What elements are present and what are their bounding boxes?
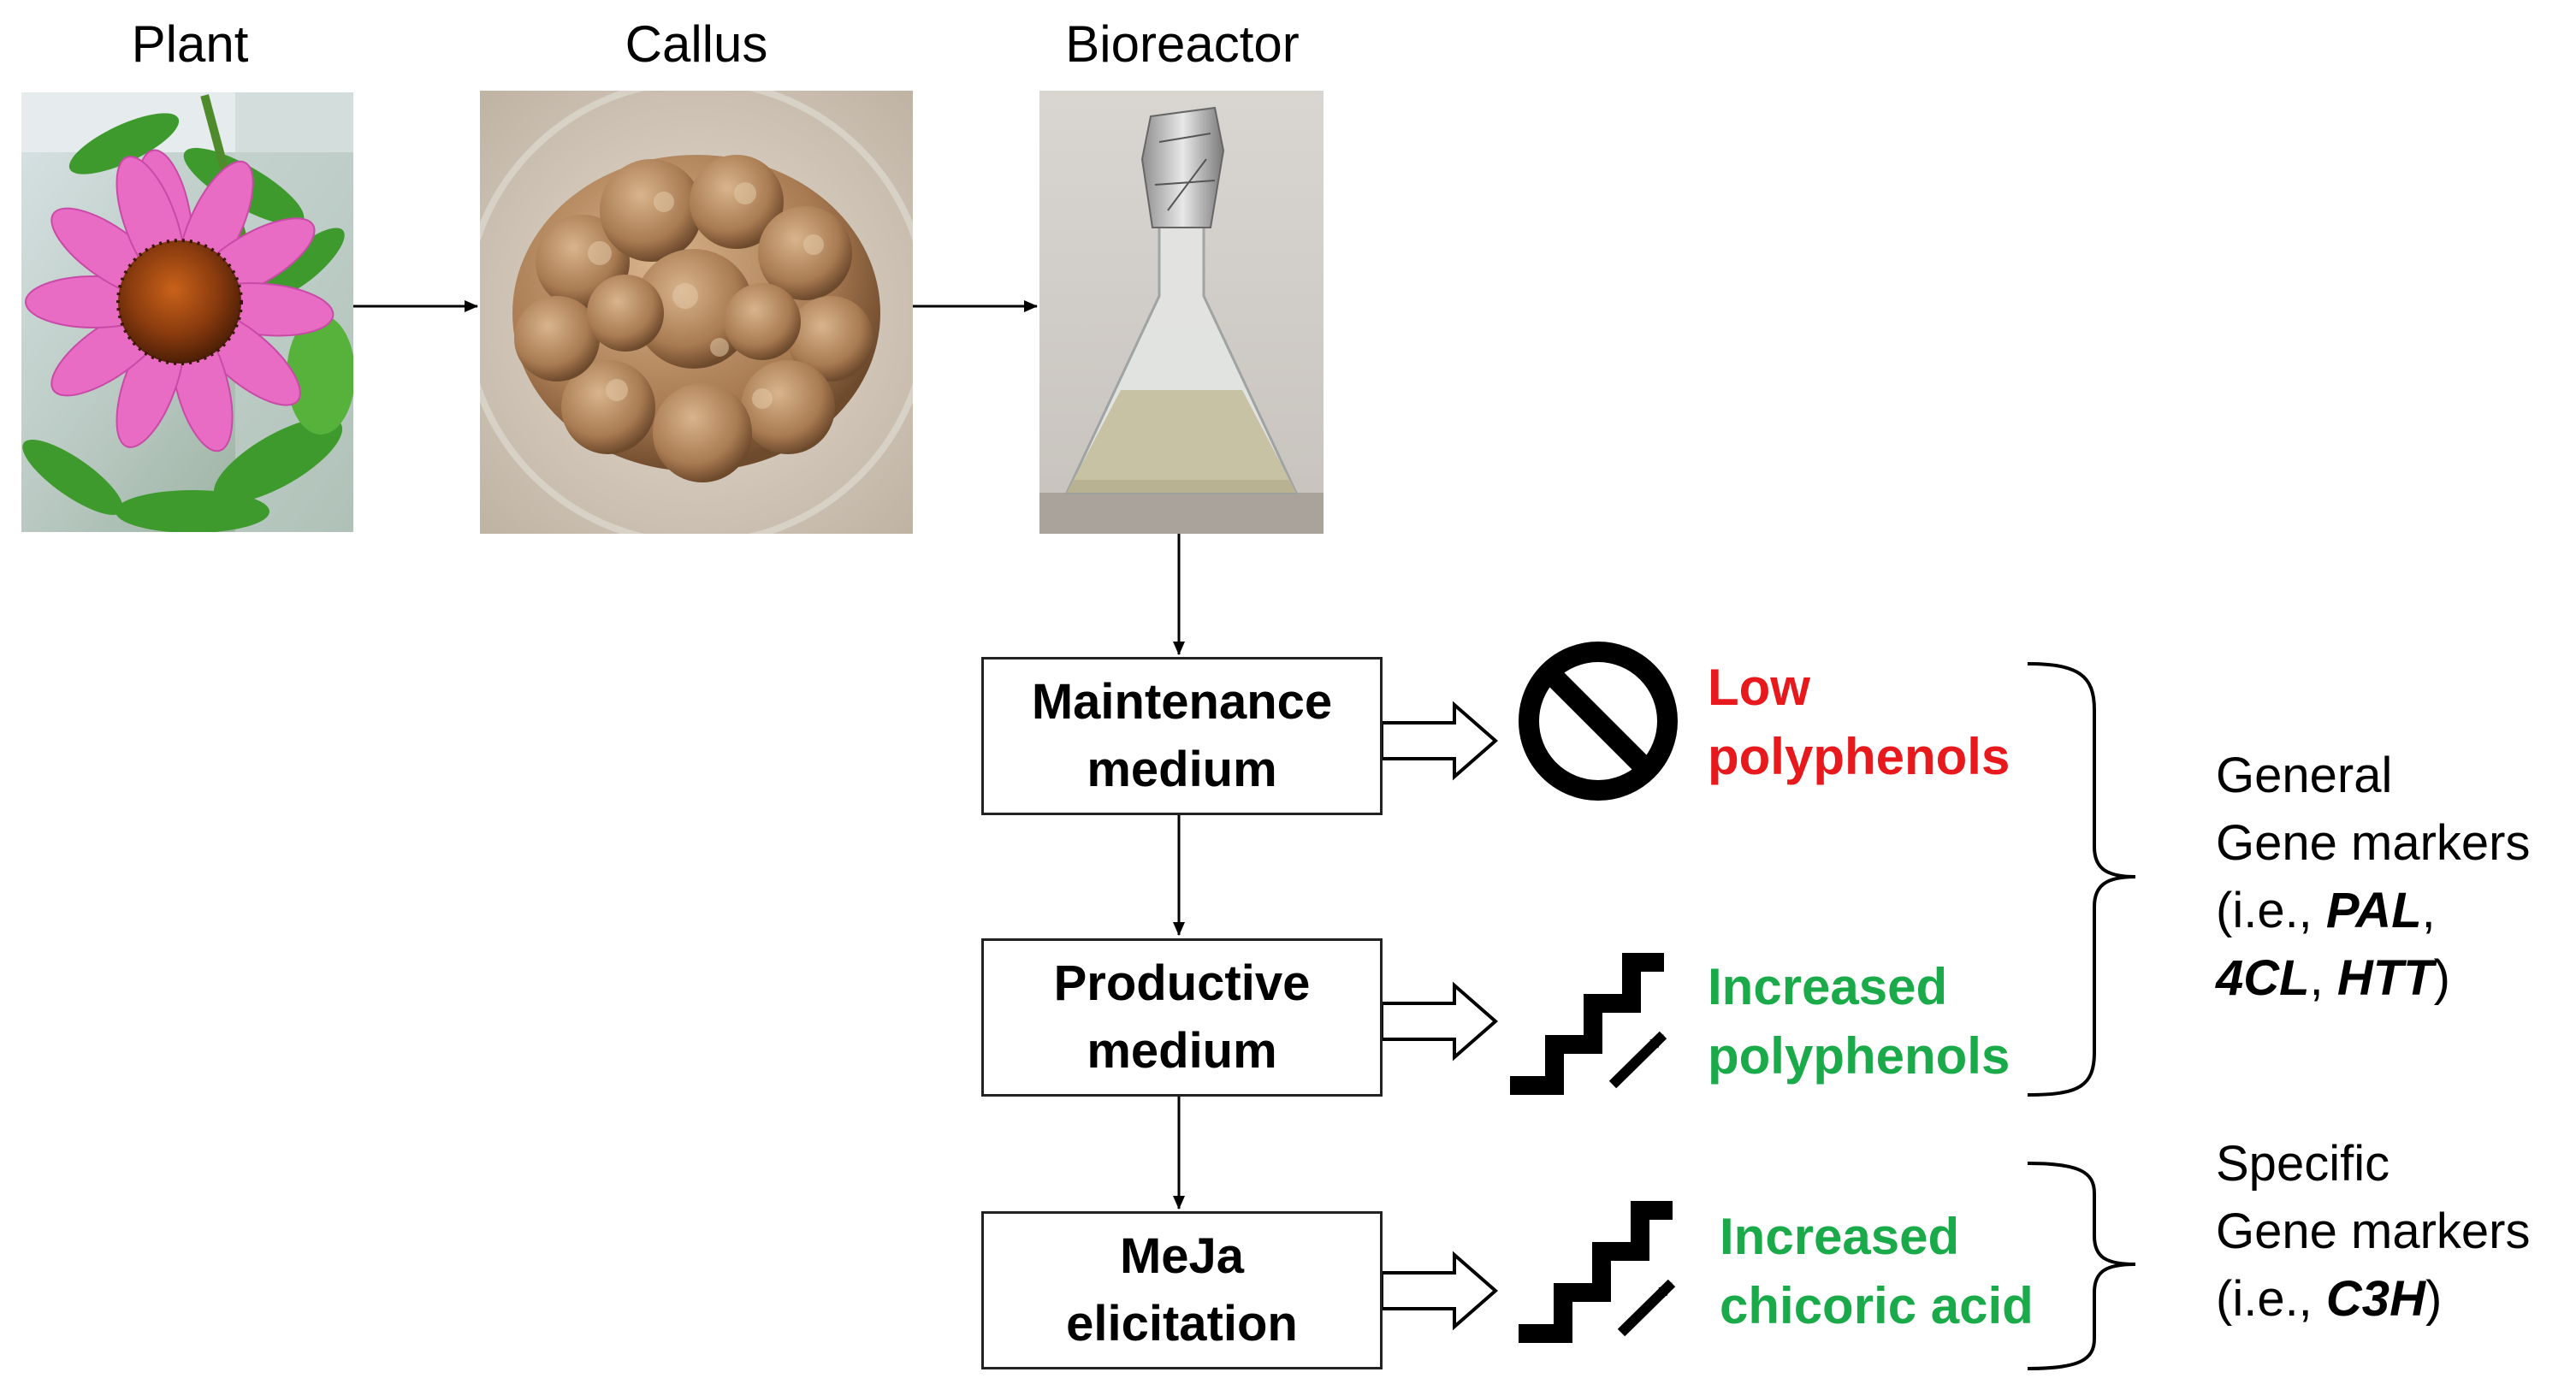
maintenance-line1: Maintenance [1031, 674, 1333, 730]
productive-medium-box: Productive medium [981, 938, 1383, 1097]
maintenance-medium-box: Maintenance medium [981, 657, 1383, 815]
maintenance-line2: medium [1087, 741, 1277, 797]
gene-htt: HTT [2336, 949, 2434, 1006]
brace-general [2027, 662, 2136, 1097]
gene-pal: PAL [2325, 882, 2422, 938]
block-arrow-productive [1380, 981, 1499, 1062]
bioreactor-photo [1039, 91, 1324, 534]
general-gene-markers: General Gene markers (i.e., PAL, 4CL, HT… [2216, 748, 2531, 1006]
result-low-polyphenols: Low polyphenols [1708, 659, 2010, 785]
prohibited-icon [1519, 642, 1678, 801]
result-increased-polyphenols: Increased polyphenols [1708, 958, 2010, 1085]
productive-line1: Productive [1053, 955, 1311, 1012]
meja-elicitation-box: MeJa elicitation [981, 1211, 1383, 1369]
label-callus: Callus [625, 15, 768, 73]
productive-line2: medium [1087, 1022, 1277, 1079]
gene-c3h: C3H [2325, 1270, 2425, 1327]
label-plant: Plant [131, 15, 249, 73]
specific-gene-markers: Specific Gene markers (i.e., C3H) [2216, 1136, 2531, 1327]
callus-photo [480, 91, 913, 534]
brace-specific [2027, 1162, 2136, 1370]
block-arrow-maintenance [1380, 701, 1499, 781]
stairs-up-icon-productive [1510, 953, 1667, 1095]
meja-line2: elicitation [1066, 1295, 1298, 1351]
result-increased-chicoric-acid: Increased chicoric acid [1720, 1208, 2034, 1334]
block-arrow-meja [1380, 1251, 1499, 1331]
plant-photo [21, 92, 353, 532]
gene-4cl: 4CL [2216, 949, 2310, 1006]
label-bioreactor: Bioreactor [1065, 15, 1300, 73]
stairs-up-icon-meja [1519, 1201, 1676, 1343]
meja-line1: MeJa [1119, 1228, 1245, 1285]
